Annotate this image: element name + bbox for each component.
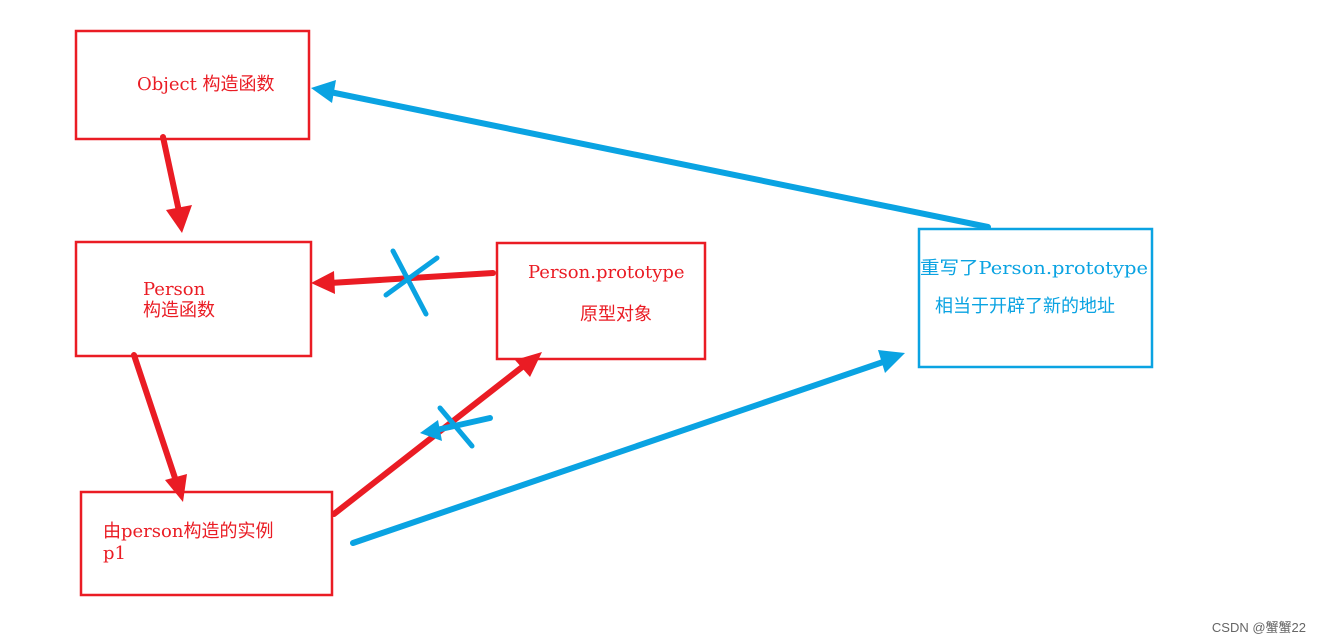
arrowhead-newproto-to-object	[311, 80, 336, 103]
arrow-blue-small-back	[429, 415, 493, 434]
arrowhead-prototype-to-person	[311, 271, 335, 294]
arrow-newproto-to-object	[327, 89, 991, 230]
object-box-label: Object 构造函数	[137, 74, 275, 95]
cross-mark-lower	[437, 405, 475, 449]
arrow-instance-to-prototype	[331, 361, 529, 517]
new-prototype-line2: 相当于开辟了新的地址	[935, 296, 1115, 317]
watermark: CSDN @蟹蟹22	[1211, 620, 1306, 635]
arrowhead-blue-small-back	[420, 420, 442, 441]
arrow-instance-to-newproto	[350, 358, 889, 546]
new-prototype-box	[917, 227, 1154, 369]
arrow-object-to-person	[160, 134, 183, 219]
arrowhead-instance-to-newproto	[878, 350, 905, 373]
prototype-box-line2: 原型对象	[580, 304, 652, 325]
person-box-line1: Person	[143, 279, 206, 300]
instance-p1-box	[79, 490, 334, 597]
object-constructor-box	[74, 29, 311, 141]
arrowhead-object-to-person	[166, 205, 192, 233]
arrowhead-person-to-instance	[165, 474, 187, 502]
person-box-line2: 构造函数	[143, 300, 215, 321]
arrowhead-instance-to-prototype	[515, 352, 542, 377]
instance-box-line1: 由person构造的实例	[103, 521, 273, 542]
person-prototype-box	[495, 241, 707, 361]
arrow-person-to-instance	[131, 352, 179, 484]
person-constructor-box	[74, 240, 313, 358]
new-prototype-line1: 重写了Person.prototype	[920, 258, 1148, 279]
cross-mark-upper	[383, 248, 440, 317]
instance-box-line2: p1	[103, 543, 126, 564]
prototype-box-line1: Person.prototype	[528, 262, 685, 283]
